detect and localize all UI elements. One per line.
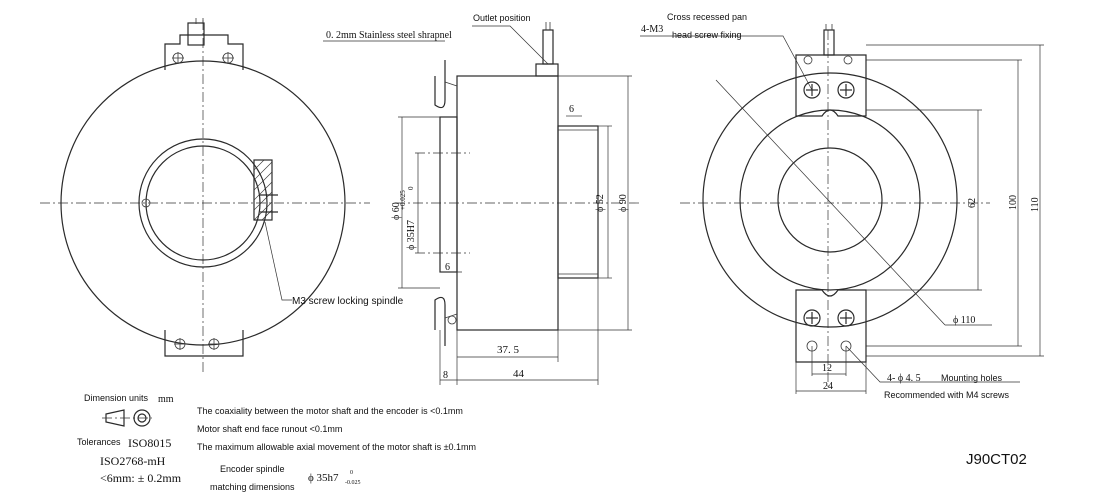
dim-60: ϕ 60 [391,202,402,220]
screw-icon [837,81,855,99]
dim-6-bottom: 6 [445,262,450,273]
dim-100: 100 [1008,195,1019,210]
units-value: mm [158,394,174,405]
side-view: Outlet position 0. 2mm Stainless steel s… [323,13,640,385]
front-bottom-bracket [164,330,244,357]
mount-bottom-bracket [795,289,867,363]
note-coaxiality: The coaxiality between the motor shaft a… [197,406,463,416]
mount-holes-line1: Mounting holes [941,373,1003,383]
model-code: J90CT02 [966,451,1027,468]
note-axial: The maximum allowable axial movement of … [197,442,476,452]
dim-110-v: 110 [1030,197,1041,212]
dim-90: ϕ 90 [618,194,629,212]
note-runout: Motor shaft end face runout <0.1mm [197,424,342,434]
dim-52: ϕ 52 [595,194,606,212]
front-outer-ring [60,60,346,346]
units-label: Dimension units [84,393,149,403]
mount-outer-circle [702,72,958,328]
screw-icon [803,309,821,327]
front-inner-ring [138,138,268,268]
mount-holes-prefix: 4- ϕ 4. 5 [887,373,921,384]
spindle-fit: ϕ 35h7 [308,472,339,484]
shrapnel-callout: 0. 2mm Stainless steel shrapnel [326,30,452,41]
mount-screw-prefix: 4-M3 [641,24,663,35]
tolerances-rule: <6mm: ± 0.2mm [100,471,182,485]
dim-62: 62 [967,198,978,208]
dim-24: 24 [823,381,833,392]
mount-screw-line1: Cross recessed pan [667,12,747,22]
dim-8: 8 [443,370,448,381]
spindle-line1: Encoder spindle [220,464,285,474]
outlet-connector [535,63,559,77]
screw-callout: M3 screw locking spindle [292,296,404,307]
dim-12: 12 [822,363,832,374]
shrapnel-top [434,60,446,109]
front-bore [145,145,261,261]
front-view: M3 screw locking spindle [40,18,404,375]
notes-block: Dimension units mm Tolerances ISO8015 IS… [77,393,476,492]
mount-screw-line2: head screw fixing [672,30,742,40]
projection-symbol-icon [105,409,125,427]
spindle-tol-upper: 0 [350,470,353,476]
screw-icon [803,81,821,99]
dim-35h7-lower: 0 [407,186,415,190]
dim-44: 44 [513,368,525,380]
mount-mid-circle [739,109,921,291]
mount-view: 4-M3 Cross recessed pan head screw fixin… [640,12,1044,400]
screw-icon [837,309,855,327]
dim-110-dia: ϕ 110 [953,315,975,326]
mount-holes-line2: Recommended with M4 screws [884,390,1010,400]
mount-top-bracket [795,54,867,117]
tolerances-std1: ISO8015 [128,436,171,450]
spindle-line2: matching dimensions [210,482,295,492]
mount-inner-circle [777,147,883,253]
dim-37-5: 37. 5 [497,344,520,356]
tolerances-std2: ISO2768-mH [100,454,166,468]
dim-35h7: ϕ 35H7 [406,220,417,250]
tolerances-label: Tolerances [77,437,121,447]
spindle-tol-lower: -0.025 [345,480,361,486]
outlet-callout: Outlet position [473,13,531,23]
dim-35h7-upper: +0.025 [399,190,407,210]
dim-6-top: 6 [569,104,574,115]
